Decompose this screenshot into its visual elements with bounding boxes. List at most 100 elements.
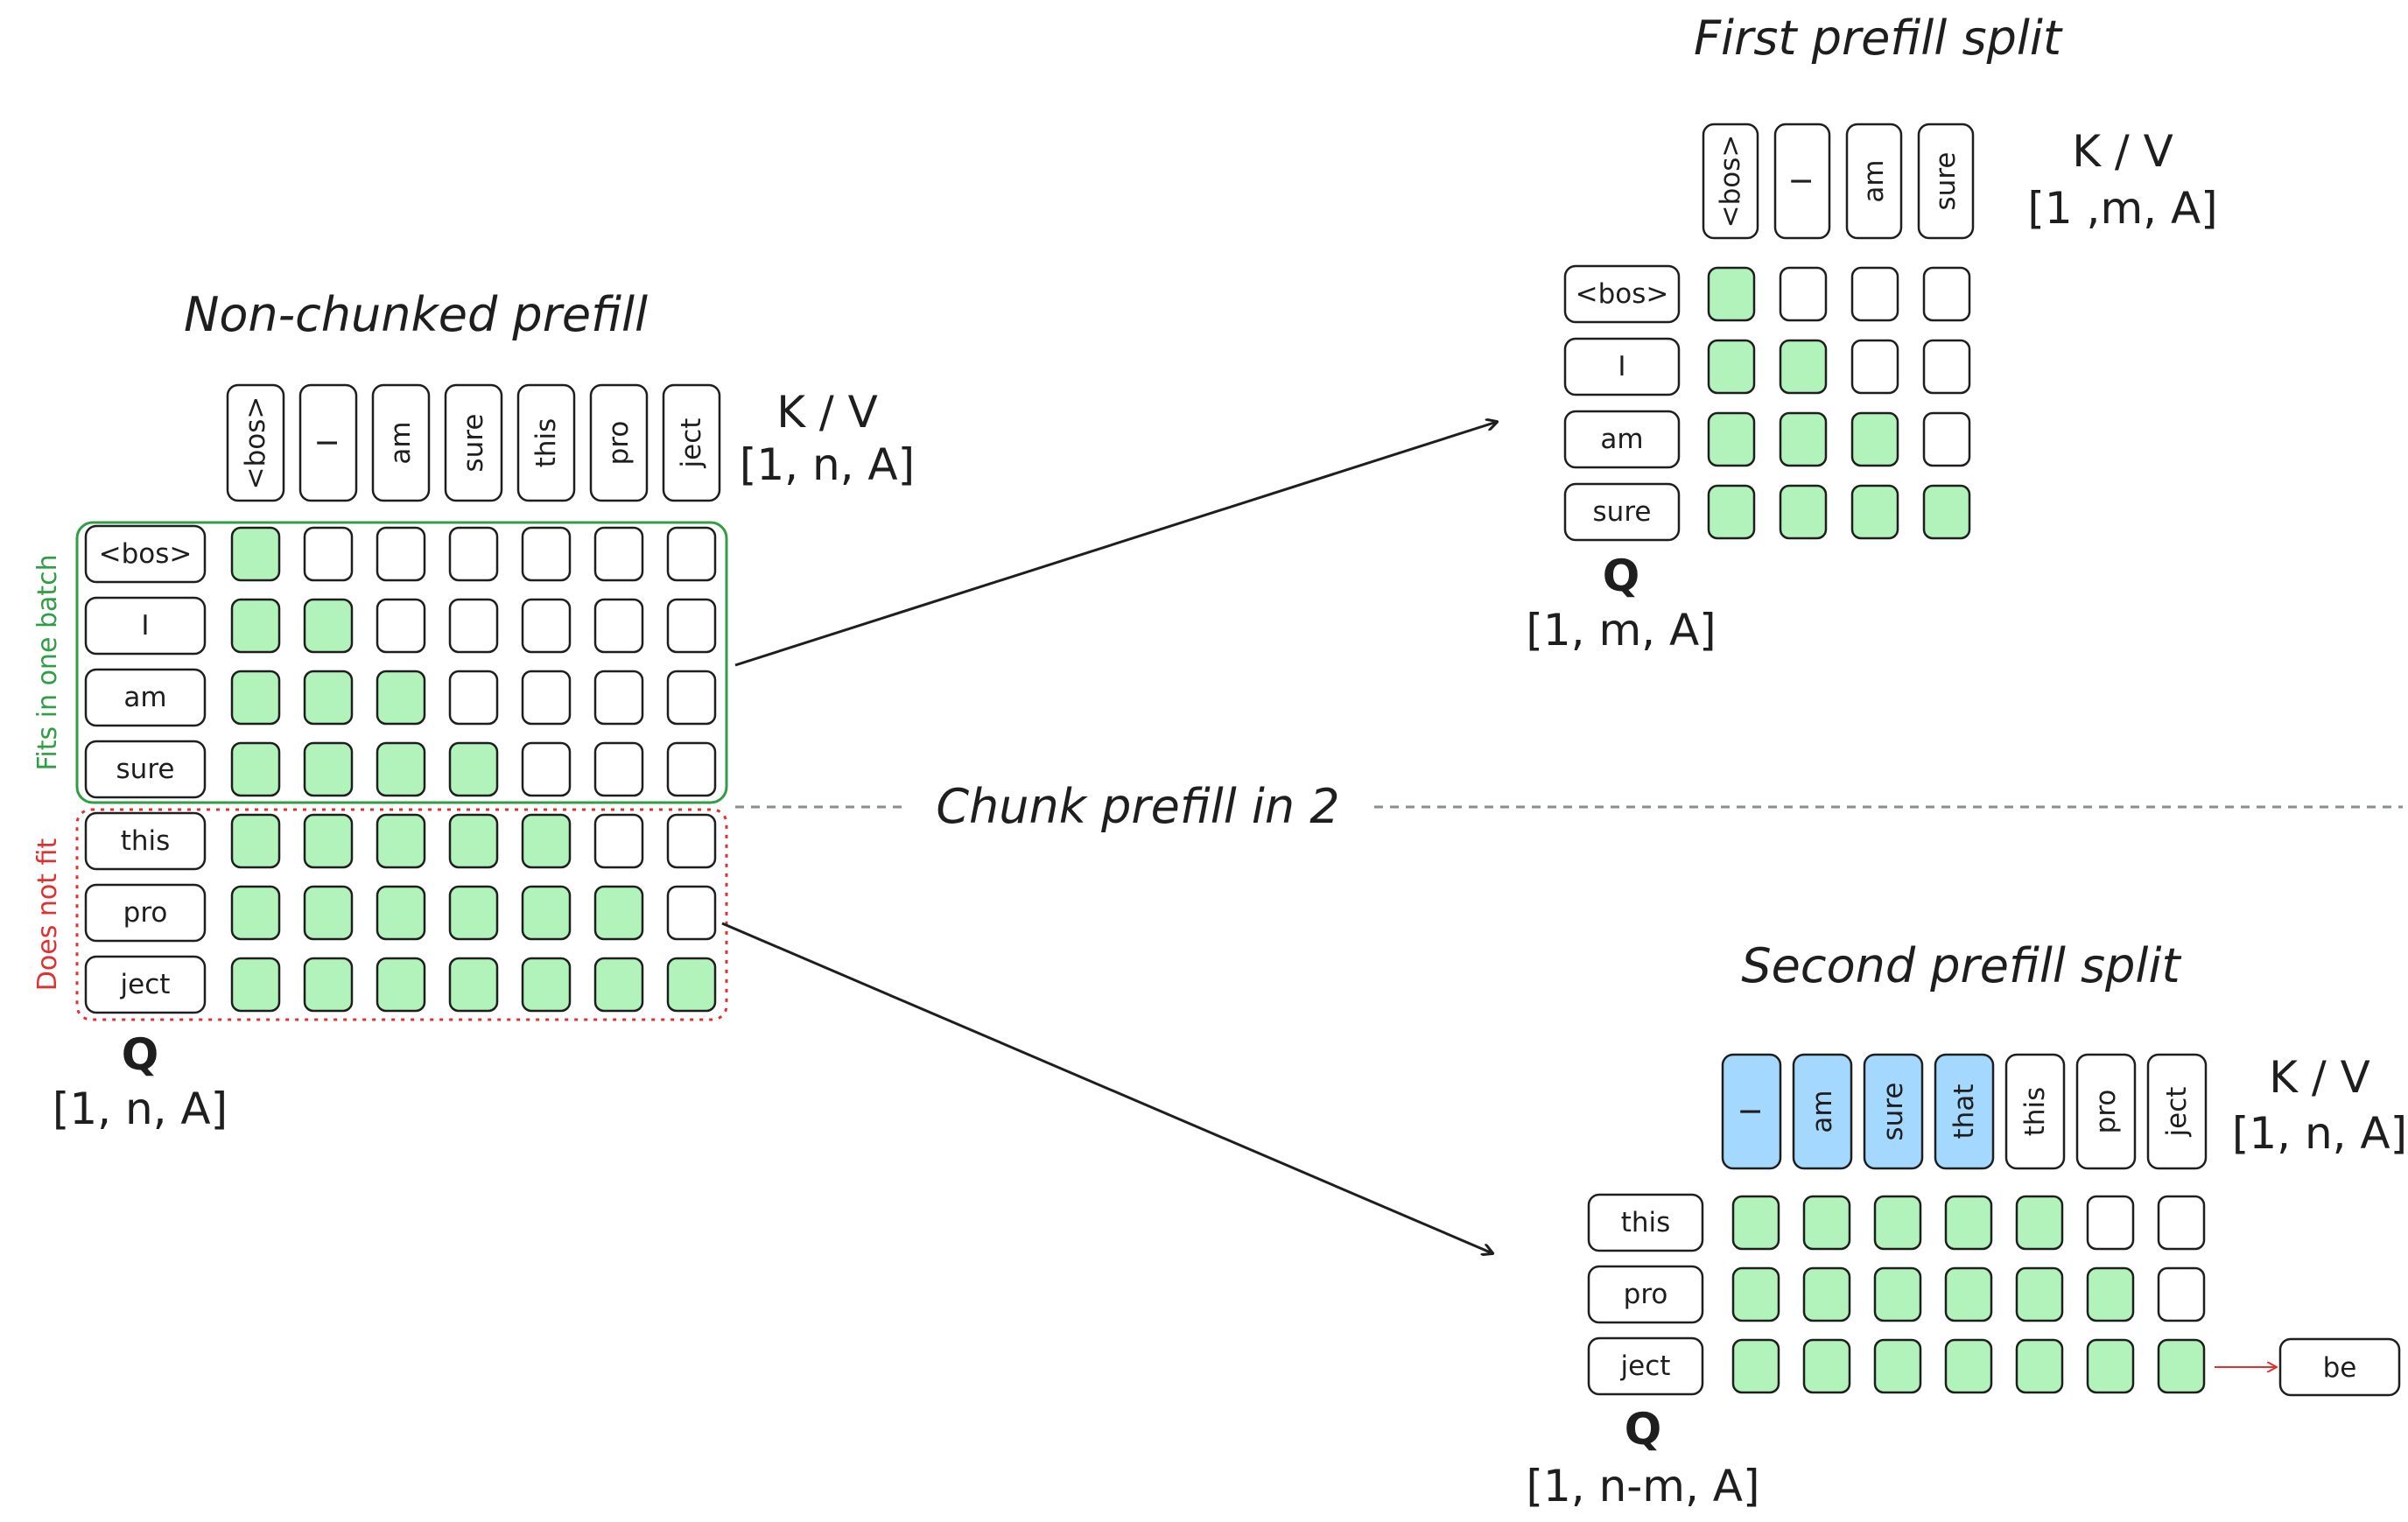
query-token-label: sure — [116, 754, 175, 785]
attention-cell-attended — [2015, 1338, 2064, 1394]
query-token-box-sure — [84, 740, 207, 799]
attention-cell-attended — [376, 885, 426, 941]
attention-cell-attended — [303, 741, 354, 797]
attention-cell-attended — [1873, 1266, 1922, 1322]
attention-cell-masked — [2157, 1266, 2206, 1322]
key-token-label: I — [312, 438, 344, 446]
attention-cell-masked — [2086, 1195, 2135, 1251]
attention-cell-attended — [230, 885, 281, 941]
attention-cell-masked — [666, 813, 717, 869]
key-token-label: sure — [458, 414, 489, 473]
attention-cell-attended — [1873, 1195, 1922, 1251]
attention-cell-attended — [376, 813, 426, 869]
attention-cell-attended — [230, 526, 281, 582]
query-token-label: this — [121, 825, 171, 857]
first-split-q-shape: [1, m, A] — [1526, 605, 1716, 656]
attention-cell-masked — [521, 598, 572, 654]
non-chunked-title: Non-chunked prefill — [184, 287, 648, 342]
attention-cell-masked — [1922, 266, 1971, 322]
key-token-label: this — [530, 418, 562, 468]
attention-cell-attended — [1802, 1266, 1851, 1322]
attention-cell-masked — [593, 813, 644, 869]
attention-cell-masked — [1922, 411, 1971, 467]
attention-cell-masked — [448, 670, 499, 726]
attention-cell-attended — [1944, 1266, 1993, 1322]
attention-cell-attended — [1731, 1266, 1780, 1322]
key-token-label: am — [385, 421, 417, 464]
query-token-box-bos — [84, 524, 207, 584]
key-token-label: that — [1948, 1084, 1980, 1140]
query-token-box-bos — [1563, 264, 1681, 324]
attention-cell-attended — [2086, 1266, 2135, 1322]
query-token-label: this — [1621, 1207, 1671, 1238]
key-token-box-sure — [444, 383, 503, 502]
query-token-label: I — [1618, 351, 1625, 382]
not-fit-batch-label: Does not fit — [32, 838, 63, 992]
non-chunked-kv-label: K / V — [776, 387, 878, 438]
first-split-title: First prefill split — [1694, 11, 2063, 66]
key-token-box-am — [1792, 1053, 1853, 1170]
attention-cell-attended — [1944, 1195, 1993, 1251]
query-token-label: ject — [120, 969, 171, 1000]
second-split-attention-grid — [1731, 1195, 2206, 1394]
query-token-box-sure — [1563, 482, 1681, 542]
key-token-label: am — [1858, 159, 1890, 202]
key-token-label: <bos> — [240, 396, 271, 490]
attention-cell-attended — [521, 813, 572, 869]
key-token-box-bos — [1702, 123, 1759, 240]
non-chunked-attention-grid — [230, 526, 717, 1013]
attention-cell-attended — [303, 813, 354, 869]
attention-cell-attended — [303, 670, 354, 726]
first-split-kv-shape: [1 ,m, A] — [2027, 183, 2217, 234]
second-split-kv-label: K / V — [2269, 1052, 2370, 1103]
next-token-label: be — [2323, 1352, 2357, 1384]
attention-cell-masked — [593, 526, 644, 582]
attention-cell-masked — [1850, 339, 1899, 395]
attention-cell-attended — [448, 957, 499, 1013]
attention-cell-masked — [303, 526, 354, 582]
key-token-box-am — [1845, 123, 1903, 240]
attention-cell-attended — [1802, 1338, 1851, 1394]
query-token-box-i — [84, 596, 207, 656]
key-token-box-sure — [1863, 1053, 1924, 1170]
attention-cell-attended — [1850, 411, 1899, 467]
key-token-box-this — [516, 383, 576, 502]
attention-cell-attended — [1850, 484, 1899, 540]
non-chunked-kv-shape: [1, n, A] — [740, 439, 915, 490]
key-token-box-pro — [2075, 1053, 2137, 1170]
attention-cell-attended — [230, 741, 281, 797]
query-token-label: <bos> — [1576, 278, 1669, 310]
attention-cell-attended — [1922, 484, 1971, 540]
attention-cell-attended — [1779, 484, 1828, 540]
next-token-box — [2278, 1337, 2401, 1397]
key-token-label: ject — [2161, 1087, 2193, 1138]
attention-cell-attended — [521, 885, 572, 941]
query-token-label: am — [1600, 424, 1643, 455]
divider-label: Chunk prefill in 2 — [936, 779, 1339, 834]
attention-cell-attended — [376, 957, 426, 1013]
key-token-box-ject — [2146, 1053, 2208, 1170]
first-split-q-label: Q — [1603, 551, 1640, 601]
attention-cell-masked — [666, 598, 717, 654]
attention-cell-attended — [448, 813, 499, 869]
attention-cell-masked — [376, 526, 426, 582]
query-token-label: pro — [1624, 1279, 1668, 1310]
query-token-box-pro — [1587, 1265, 1704, 1324]
key-token-label: I — [1787, 177, 1818, 185]
attention-cell-attended — [1731, 1195, 1780, 1251]
first-split-kv-label: K / V — [2072, 126, 2173, 177]
first-split-attention-grid — [1707, 266, 1971, 540]
attention-cell-attended — [303, 957, 354, 1013]
second-split-q-shape: [1, n-m, A] — [1526, 1461, 1759, 1511]
arrow-to-first-split — [734, 422, 1497, 667]
attention-cell-attended — [376, 741, 426, 797]
query-token-label: I — [141, 610, 149, 642]
second-split-kv-shape: [1, n, A] — [2232, 1108, 2407, 1159]
attention-cell-attended — [230, 598, 281, 654]
key-token-box-i — [1773, 123, 1831, 240]
